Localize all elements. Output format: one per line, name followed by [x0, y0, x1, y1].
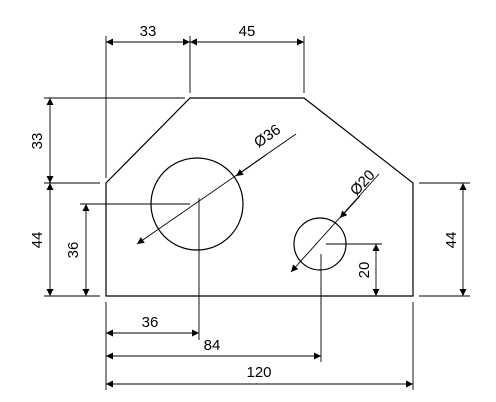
dim-top-left-width: 33: [140, 23, 157, 40]
dim-overall-width: 120: [246, 364, 271, 381]
dim-small-hole-diameter: Ø20: [347, 167, 379, 199]
dim-big-hole-center-x: 36: [142, 314, 159, 331]
dim-small-hole-center-height: 20: [356, 262, 373, 279]
dim-line-big-hole-diameter: [136, 133, 297, 245]
dim-line-small-hole-diameter: [290, 173, 380, 273]
dim-big-hole-diameter: Ø36: [251, 121, 284, 151]
dim-left-lower-height: 44: [29, 232, 46, 249]
dim-right-height: 44: [443, 232, 460, 249]
dim-small-hole-center-x: 84: [204, 337, 221, 354]
dim-left-upper-height: 33: [29, 133, 46, 150]
dim-top-right-width: 45: [239, 23, 256, 40]
dim-arrow-big-hole-upper: [235, 154, 267, 177]
dim-big-hole-center-height: 36: [65, 242, 82, 259]
dim-arrow-small-hole-upper: [339, 195, 361, 219]
part-outline: [105, 97, 414, 297]
